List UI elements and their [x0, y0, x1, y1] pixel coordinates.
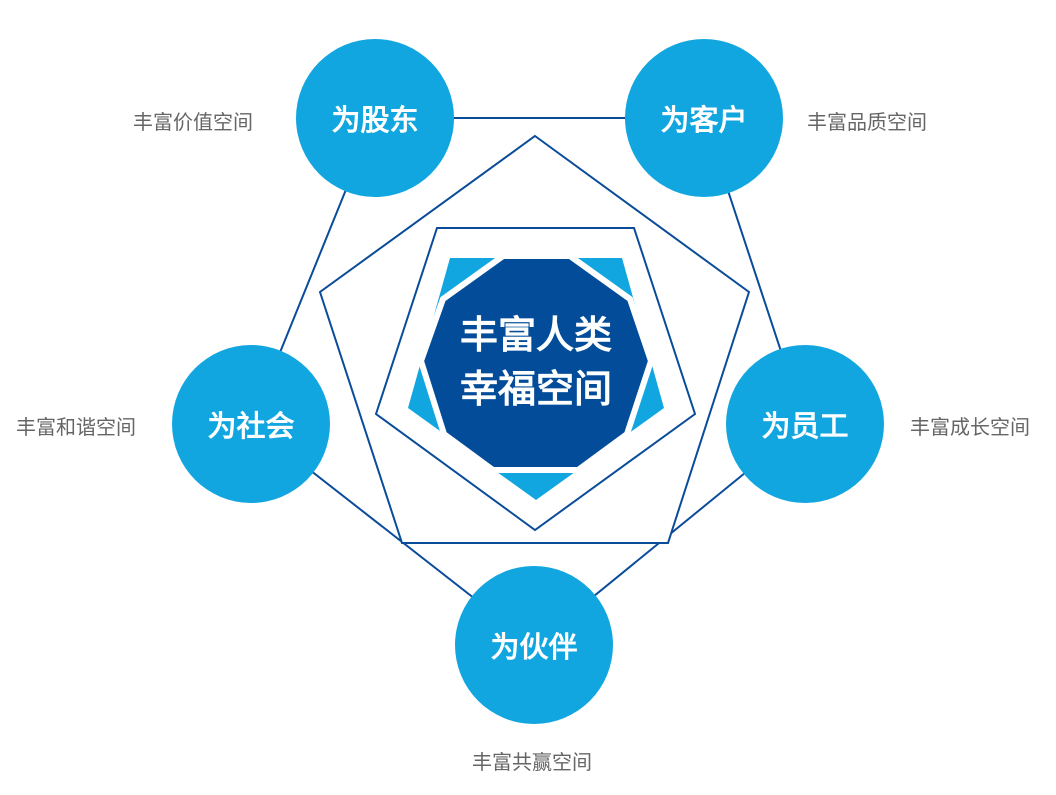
- desc-shareholders: 丰富价值空间: [133, 110, 253, 134]
- center-line-1: 丰富人类: [459, 313, 612, 357]
- node-label: 为员工: [761, 409, 849, 443]
- node-society: 为社会: [172, 345, 330, 503]
- desc-partners: 丰富共赢空间: [472, 750, 592, 774]
- desc-customers: 丰富品质空间: [807, 110, 927, 134]
- node-label: 为伙伴: [490, 630, 578, 664]
- node-partners: 为伙伴: [455, 566, 613, 724]
- core-decagon: [417, 253, 655, 473]
- node-customers: 为客户: [625, 39, 783, 197]
- node-shareholders: 为股东: [296, 39, 454, 197]
- center-line-2: 幸福空间: [459, 367, 612, 411]
- node-label: 为股东: [331, 103, 419, 137]
- node-label: 为社会: [207, 409, 295, 443]
- node-employees: 为员工: [726, 345, 884, 503]
- desc-employees: 丰富成长空间: [910, 415, 1030, 439]
- center-title: 丰富人类 幸福空间: [436, 308, 636, 416]
- desc-society: 丰富和谐空间: [16, 415, 136, 439]
- node-label: 为客户: [660, 103, 748, 137]
